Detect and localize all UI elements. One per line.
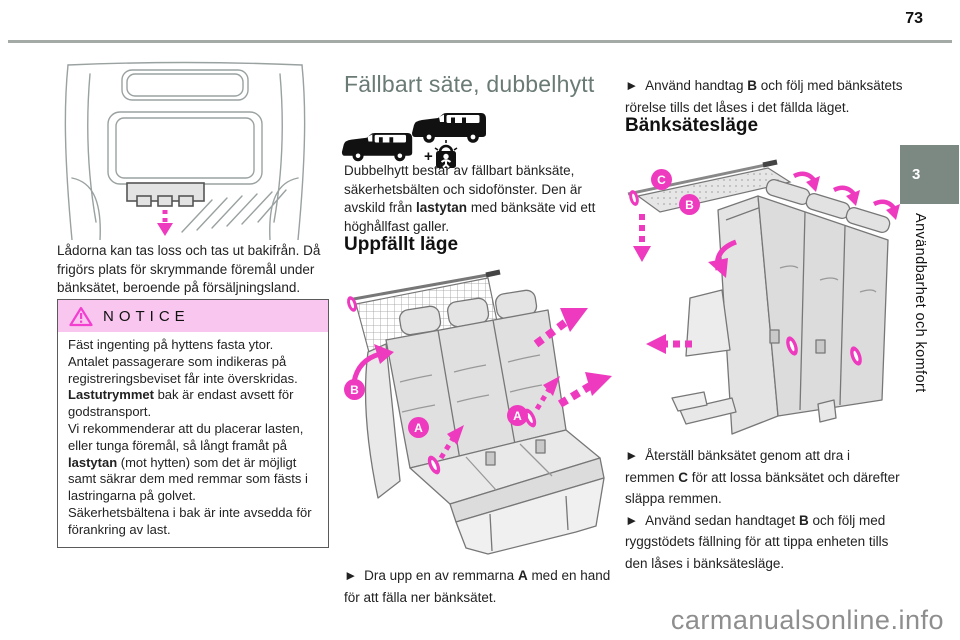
notice-paragraph: Vi rekommenderar att du placerar lasten,… [68,420,308,504]
plus-sign: + [424,148,433,165]
down-arrow [157,210,173,236]
label-b-badge: B [344,379,365,400]
chapter-title-vertical: Användbarhet och komfort [912,213,928,393]
watermark: carmanualsonline.info [670,605,944,635]
strap-handles [427,408,537,475]
folded-bench [671,179,891,435]
label-b-badge: B [679,194,700,215]
notice-box: NOTICE Fäst ingenting på hyttens fasta y… [57,299,329,548]
motion-arrows [633,171,900,354]
drawer-description: Lådorna kan tas loss och tas ut bakifrån… [57,243,321,295]
label-a-badge: A [507,405,528,426]
rear-interior-illustration [60,60,310,240]
label-c-badge: C [651,169,672,190]
notice-paragraph: Fäst ingenting på hyttens fasta ytor. [68,337,274,352]
subheading-banksateslage: Bänksätesläge [625,115,759,136]
chapter-tab: 3 [900,145,959,204]
child-lock-icon [434,140,458,169]
notice-title: NOTICE [103,307,190,325]
step-handle-b-fold: ► Använd sedan handtaget B och följ med … [625,512,889,571]
step-handle-b: ► Använd handtag B och följ med bänksäte… [625,78,903,115]
subheading-uppfallt: Uppfällt läge [344,234,459,255]
vehicle-variant-icons: + [340,106,490,170]
seat-folded-illustration [620,148,905,440]
notice-paragraph: Antalet passagerare som indikeras på reg… [68,353,298,386]
section-title: Fällbart säte, dubbelhytt [344,71,595,97]
bench-seat [364,309,605,555]
step-fold-down: ► Dra upp en av remmarna A med en hand f… [344,568,611,605]
net-rod [627,159,792,213]
notice-header: NOTICE [58,300,328,332]
van-icon [412,113,486,143]
notice-paragraph: Säkerhetsbältena i bak är inte avsedda f… [68,504,312,537]
strap-handles [786,336,862,366]
dubbelhytt-description: Dubbelhytt består av fällbart bänksäte, … [344,163,596,234]
seat-upright-illustration [338,262,613,562]
step-restore-c: ► Återställ bänksätet genom att dra i re… [625,448,900,506]
notice-body: Fäst ingenting på hyttens fasta ytor. An… [58,332,328,547]
page-number: 73 [905,10,923,27]
van-icon [341,132,413,162]
warning-triangle-icon [69,306,93,327]
motion-arrows [351,308,612,460]
label-a-badge: A [408,417,429,438]
floor-slats [181,189,287,233]
header-rule [8,40,952,43]
notice-paragraph: Lastutrymmet bak är endast avsett för go… [68,387,294,420]
storage-drawer [126,182,205,207]
